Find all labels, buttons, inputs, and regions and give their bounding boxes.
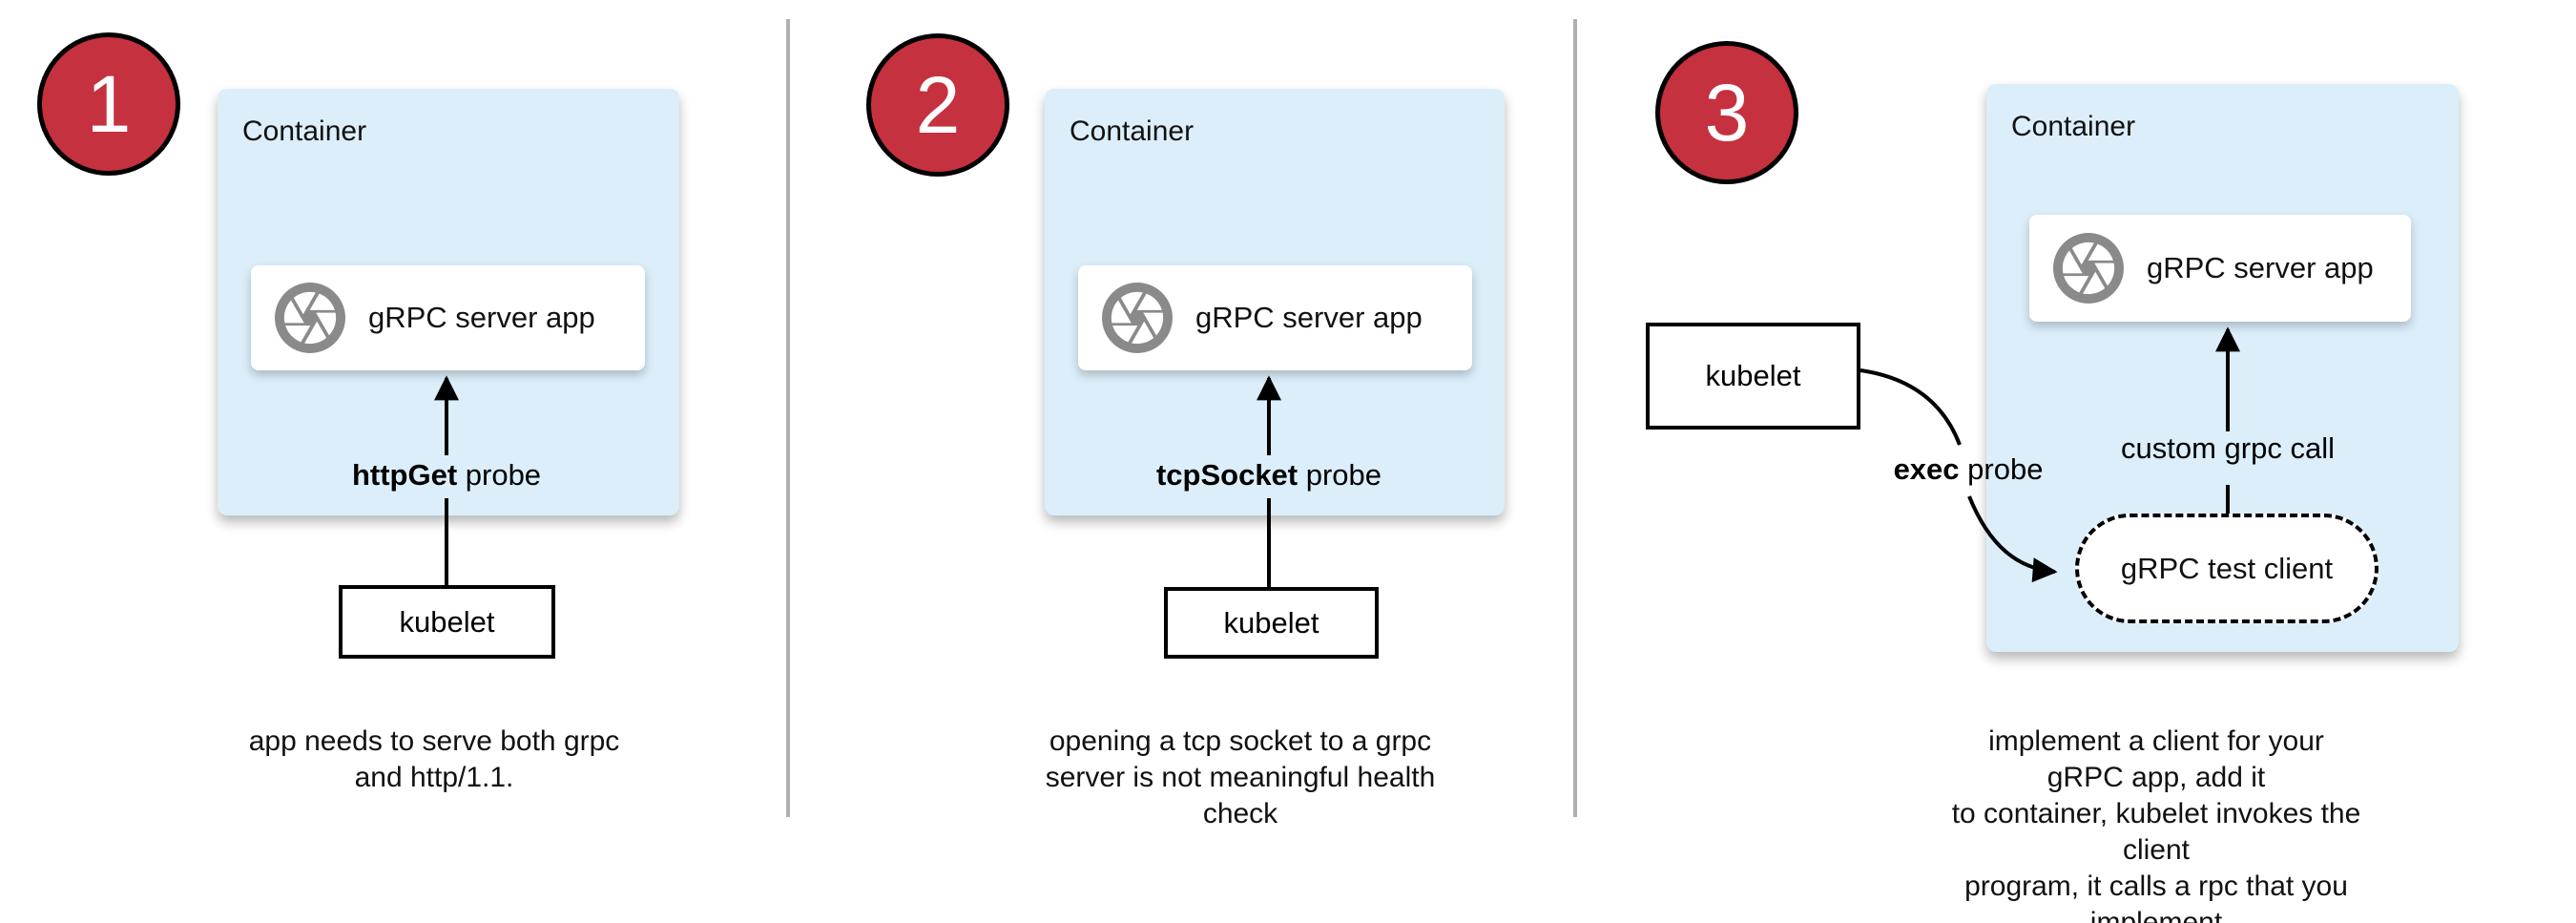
step-number: 3 [1704,67,1750,157]
kubelet-label: kubelet [1705,359,1801,392]
step-number: 1 [86,58,132,149]
panel-divider-1 [786,19,790,817]
exec-probe-curve-upper [1859,368,1962,446]
probe-label-2: tcpSocket probe [1155,458,1382,492]
kubelet-box-3: kubelet [1646,323,1860,430]
test-client-label: gRPC test client [2120,551,2334,585]
app-label: gRPC server app [2147,251,2374,284]
aperture-icon [1102,283,1173,353]
container-label: Container [242,115,367,147]
step-3-badge: 3 [1655,41,1798,184]
aperture-icon [275,283,345,353]
step-1-badge: 1 [37,32,180,176]
step-2-badge: 2 [866,33,1009,177]
container-label: Container [1070,115,1195,147]
kubelet-label: kubelet [1223,605,1319,640]
grpc-server-app-box-1: gRPC server app [251,265,645,370]
caption-3: implement a client for your gRPC app, ad… [1951,725,2361,923]
grpc-server-app-box-3: gRPC server app [2029,215,2411,322]
caption-1: app needs to serve both grpc and http/1.… [248,725,620,793]
app-label: gRPC server app [1195,301,1423,334]
probe-label-1: httpGet probe [351,458,542,492]
aperture-icon [2053,233,2124,304]
custom-grpc-call-label: custom grpc call [2121,431,2335,465]
probe-label-3: exec probe [1893,452,2044,486]
caption-2: opening a tcp socket to a grpc server is… [1045,725,1436,829]
app-label: gRPC server app [368,301,595,334]
grpc-server-app-box-2: gRPC server app [1078,265,1472,370]
step-number: 2 [915,59,961,150]
container-label: Container [2011,111,2136,142]
panel-divider-2 [1573,19,1577,817]
kubelet-box-2: kubelet [1164,587,1379,659]
kubelet-label: kubelet [399,604,495,639]
kubelet-box-1: kubelet [339,585,555,659]
grpc-test-client-stadium: gRPC test client [2075,514,2379,623]
